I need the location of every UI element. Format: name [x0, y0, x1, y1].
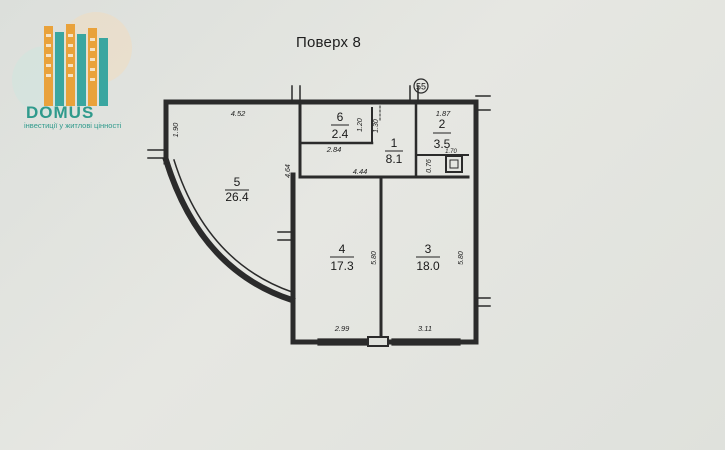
room-area: 3.5 — [434, 137, 451, 151]
dim-room2-inner: 0.76 — [426, 159, 433, 173]
room-area: 2.4 — [332, 127, 349, 141]
room-number: 3 — [425, 242, 432, 256]
dim-left-side: 1.90 — [171, 122, 180, 137]
room-number: 5 — [234, 175, 241, 189]
dim-top-left: 4.52 — [231, 109, 246, 118]
marker-circle — [413, 78, 429, 94]
room-area: 18.0 — [416, 259, 440, 273]
dim-corridor-width: 2.84 — [326, 145, 342, 154]
dim-corridor-gap: 1.30 — [373, 119, 380, 133]
room-number: 2 — [439, 117, 446, 131]
room-area: 26.4 — [225, 190, 249, 204]
duct-inner — [449, 159, 459, 169]
room-number: 4 — [339, 242, 346, 256]
room-5: 5 26.4 — [225, 175, 249, 204]
dim-partition-height: 4.64 — [285, 164, 292, 178]
marker-label: 55 — [416, 82, 426, 92]
domus-logo — [12, 12, 132, 114]
room-area: 17.3 — [330, 259, 354, 273]
logo-building-icon — [44, 24, 108, 106]
dim-room6-height: 1.20 — [357, 118, 364, 132]
dim-room3-width: 3.11 — [418, 324, 432, 333]
room-number: 6 — [337, 110, 344, 124]
floor-title: Поверх 8 — [296, 34, 362, 51]
room-area: 8.1 — [386, 152, 403, 166]
room-6: 6 2.4 — [331, 110, 349, 141]
wall-curved-inner — [173, 159, 293, 293]
duct-shaft — [445, 155, 463, 173]
brand-tagline: інвестиції у житлові цінності — [24, 121, 122, 130]
room-4: 4 17.3 — [330, 242, 354, 273]
room-2: 2 3.5 — [433, 117, 451, 151]
dim-room3-height: 5.80 — [458, 251, 465, 265]
dim-room2-width: 1.87 — [436, 109, 451, 118]
dim-room4-width: 2.99 — [334, 324, 350, 333]
room-3: 3 18.0 — [416, 242, 440, 273]
room-1: 1 8.1 — [385, 136, 403, 166]
brand-name: DOMUS — [26, 103, 95, 122]
dim-room4-height: 5.80 — [371, 251, 378, 265]
dim-partition-width: 4.44 — [353, 167, 368, 176]
room-number: 1 — [391, 136, 398, 150]
dim-duct: 1.70 — [445, 149, 457, 155]
wall-curved — [162, 156, 296, 304]
